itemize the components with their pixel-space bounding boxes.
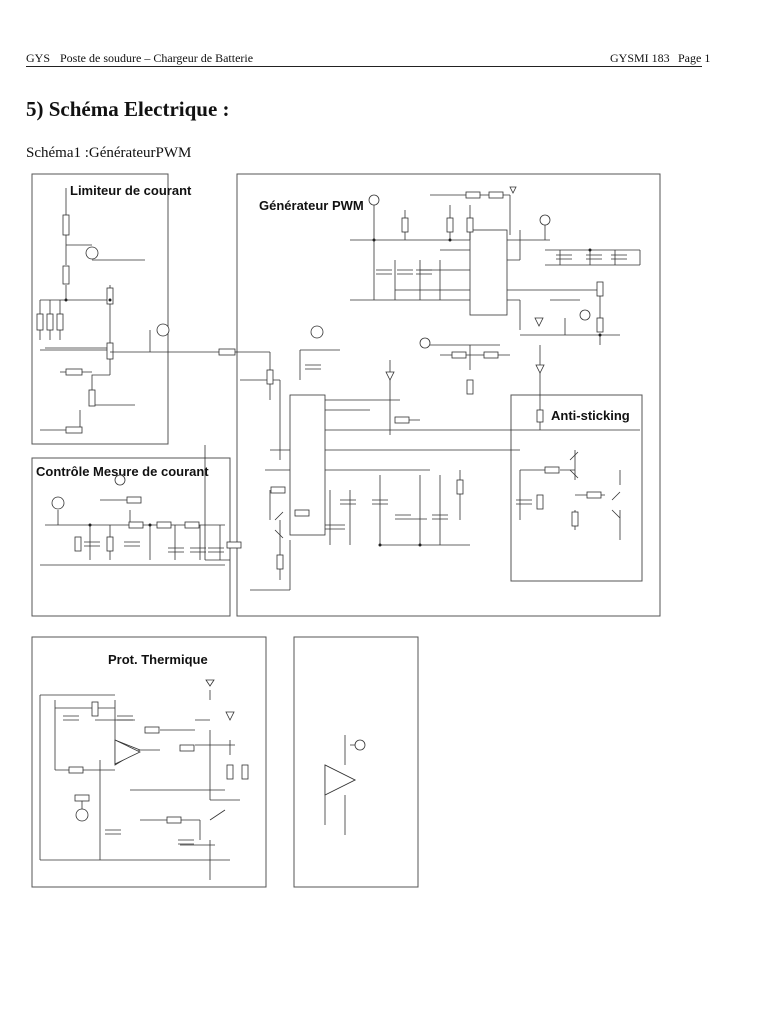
generateur-title: Générateur PWM [259, 198, 364, 213]
ic-detail-circuit [324, 735, 366, 835]
controle-frame [31, 457, 231, 617]
generateur-circuit [265, 186, 641, 580]
prot-thermique-title: Prot. Thermique [108, 652, 208, 667]
limiteur-frame [31, 173, 169, 445]
header-page-number: Page 1 [678, 51, 711, 65]
u05-ic [469, 229, 508, 316]
header-title: Poste de soudure – Chargeur de Batterie [60, 51, 254, 65]
ic-detail-frame [293, 636, 419, 888]
controle-title: Contrôle Mesure de courant [36, 464, 209, 479]
anti-sticking-frame [510, 394, 643, 582]
limiteur-circuit [36, 188, 145, 434]
anti-sticking-title: Anti-sticking [551, 408, 630, 423]
section-title: 5) Schéma Electrique : [26, 97, 230, 121]
schema-subtitle: Schéma1 :GénérateurPWM [26, 145, 192, 161]
prot-thermique-circuit [39, 679, 249, 880]
limiteur-title: Limiteur de courant [70, 183, 192, 198]
generateur-frame [236, 173, 661, 617]
page-header: GYS Poste de soudure – Chargeur de Batte… [26, 50, 710, 67]
header-doc-ref: GYSMI 183 [610, 51, 670, 65]
controle-circuit [40, 474, 242, 566]
interconnect-wires [110, 323, 324, 591]
prot-thermique-frame [31, 636, 267, 888]
header-company: GYS [26, 51, 51, 65]
